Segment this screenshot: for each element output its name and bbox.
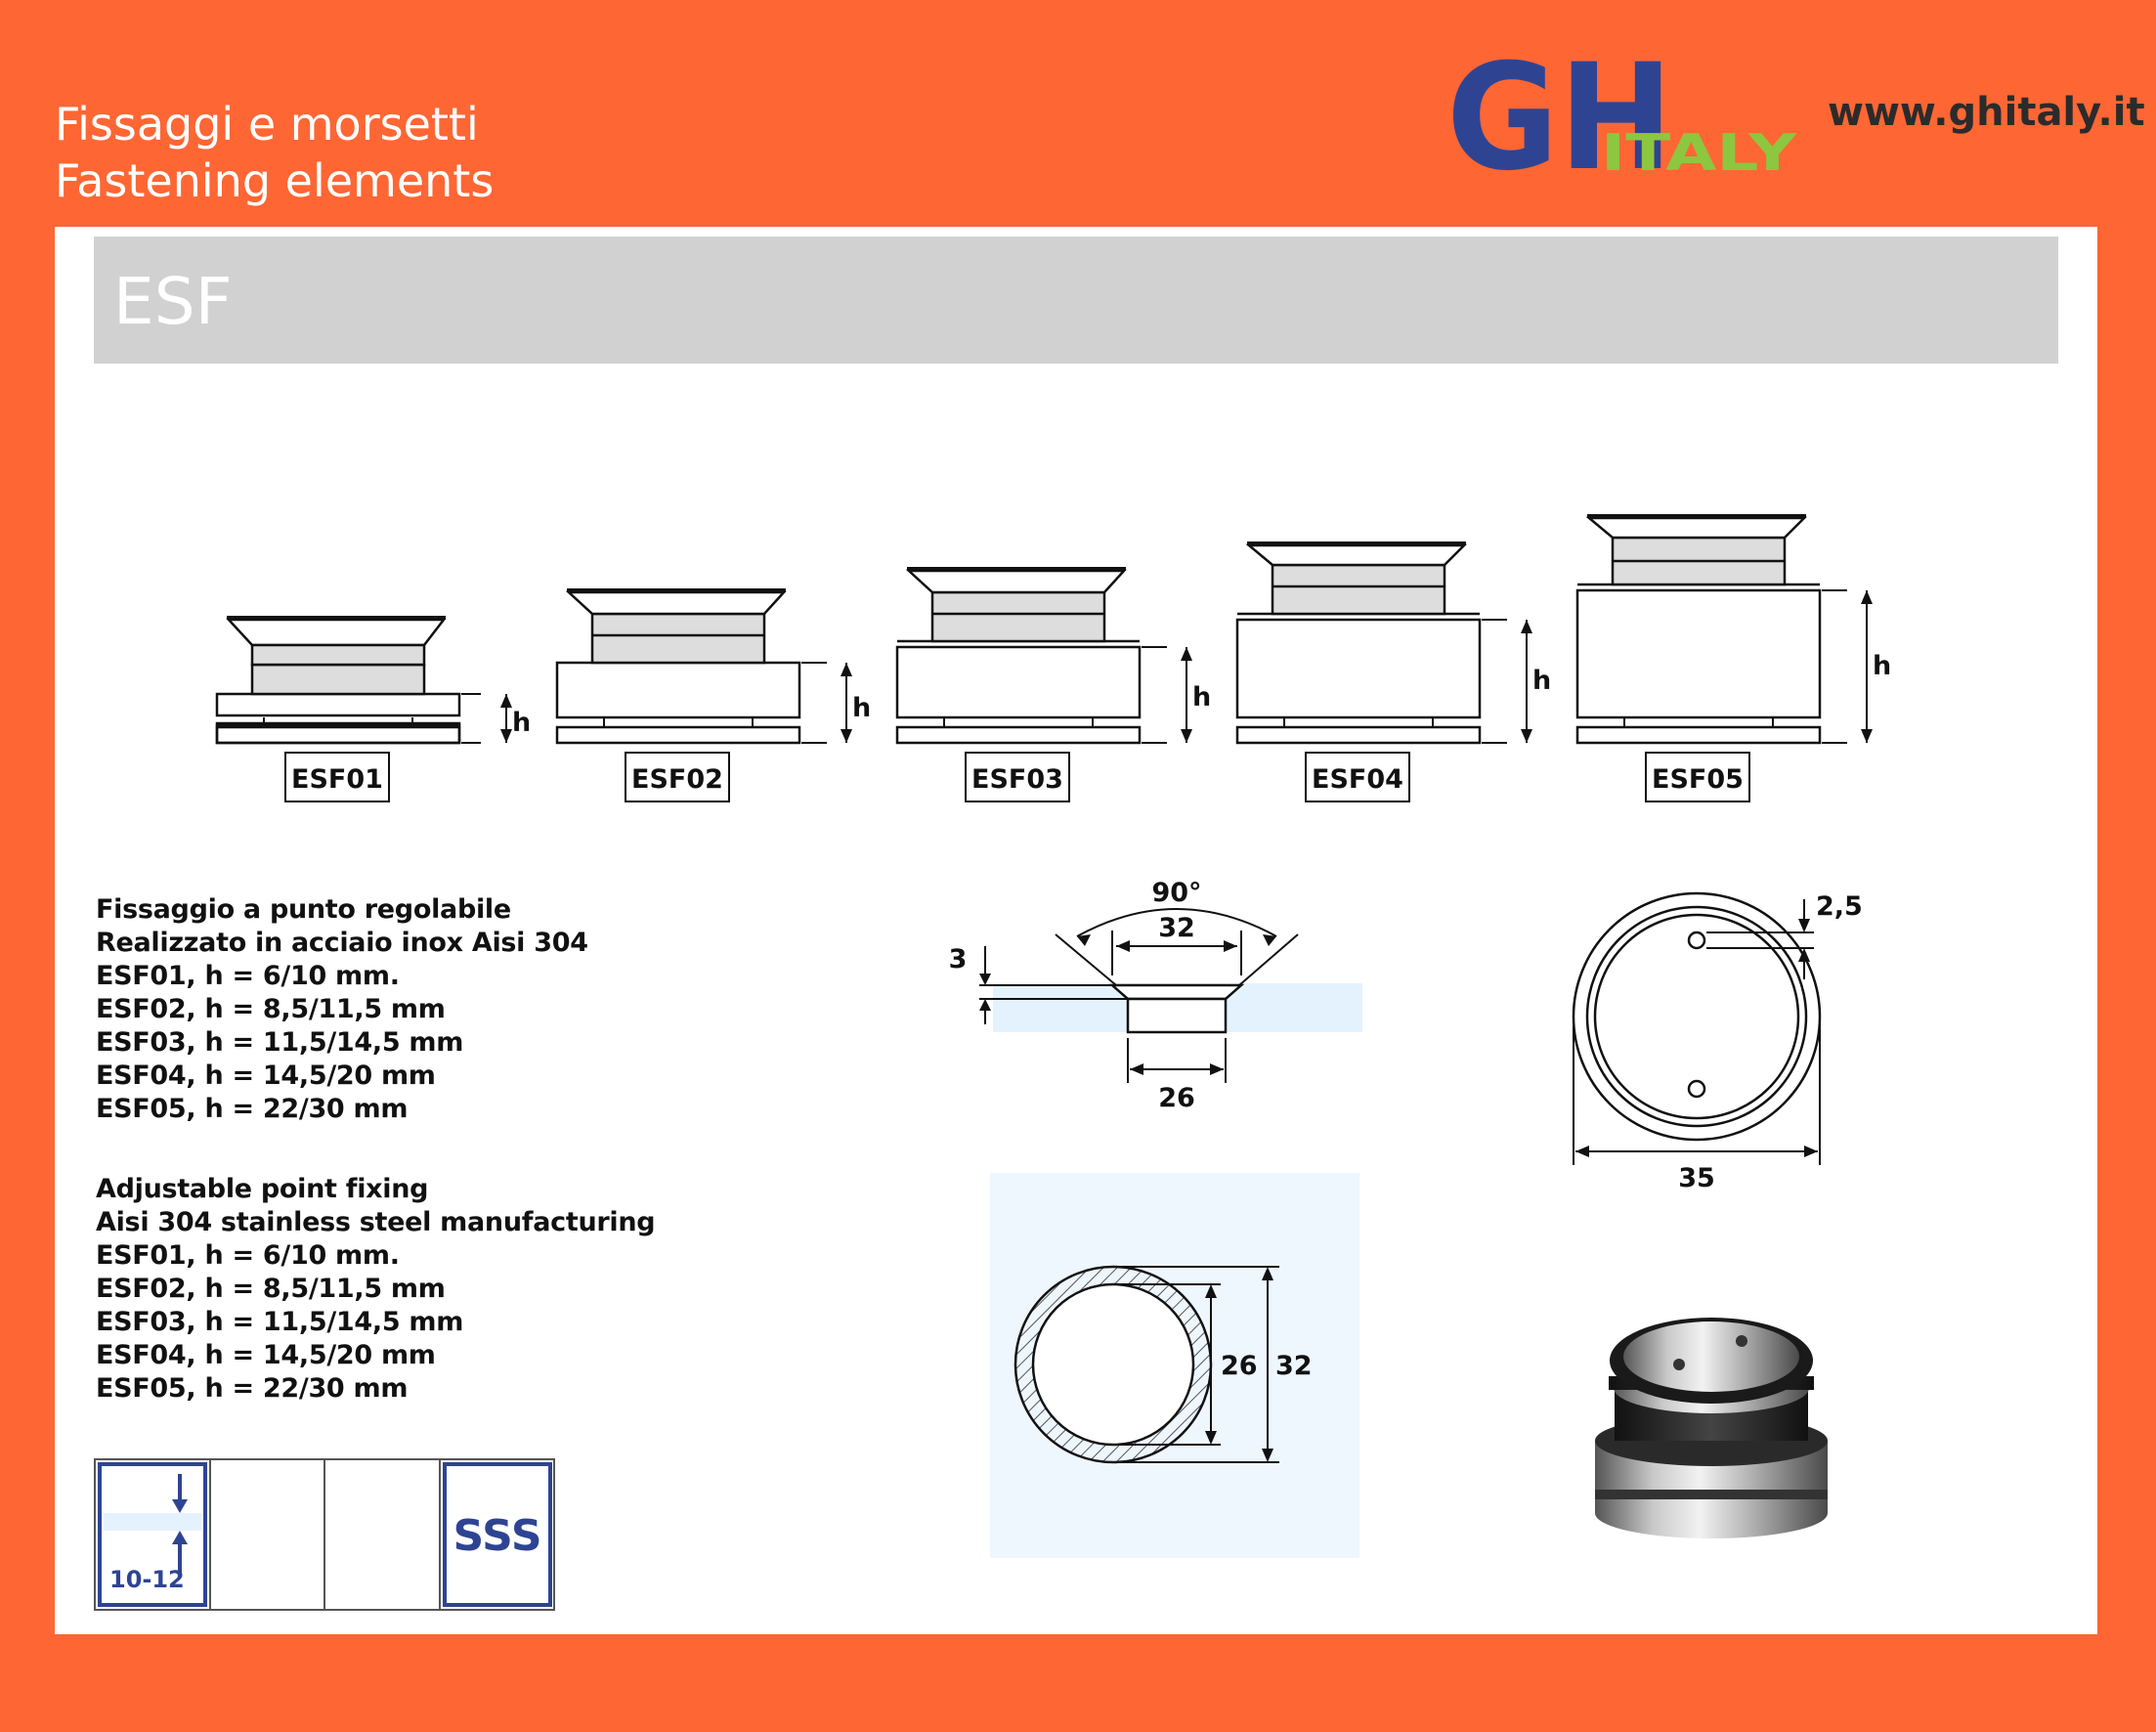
countersink-profile-drawing: 90° 32 26 3 <box>949 878 1362 1113</box>
outer-diameter-label: 35 <box>1678 1163 1715 1193</box>
top-diameter-label: 32 <box>1158 913 1195 943</box>
desc-it-line1: Fissaggio a punto regolabile <box>96 894 511 925</box>
dim-h-esf01: h <box>512 708 531 738</box>
desc-en-spec2: ESF02, h = 8,5/11,5 mm <box>96 1274 446 1304</box>
desc-it-spec5: ESF05, h = 22/30 mm <box>96 1094 409 1124</box>
model-label-esf02: ESF02 <box>631 764 723 795</box>
esf02-drawing <box>555 588 801 745</box>
desc-it-spec1: ESF01, h = 6/10 mm. <box>96 961 400 991</box>
esf05-drawing <box>1575 514 1822 745</box>
material-label: SSS <box>453 1511 541 1561</box>
desc-it-spec4: ESF04, h = 14,5/20 mm <box>96 1061 436 1091</box>
logo-main-text: GH <box>1446 33 1673 203</box>
section-inner-label: 26 <box>1221 1351 1258 1381</box>
section-outer-label: 32 <box>1275 1351 1313 1381</box>
product-code: ESF <box>113 264 233 339</box>
desc-it-spec2: ESF02, h = 8,5/11,5 mm <box>96 994 446 1024</box>
material-icon: SSS <box>441 1460 554 1609</box>
dim-h-esf02: h <box>852 693 871 723</box>
bottom-diameter-label: 26 <box>1158 1083 1195 1113</box>
hole-offset-label: 2,5 <box>1816 891 1863 922</box>
gh-italy-logo: GH ITALY <box>1446 33 1798 203</box>
desc-en-line1: Adjustable point fixing <box>96 1174 429 1204</box>
model-label-esf01: ESF01 <box>291 764 383 795</box>
angle-label: 90° <box>1151 878 1201 908</box>
section-drawing: 26 32 <box>990 1173 1359 1558</box>
product-sheet: ESF <box>55 227 2097 1634</box>
product-photo <box>1595 1318 1828 1538</box>
glass-thickness-icon: 10-12 <box>96 1460 211 1609</box>
desc-en-spec3: ESF03, h = 11,5/14,5 mm <box>96 1307 464 1337</box>
logo-sub-text: ITALY <box>1601 124 1798 183</box>
esf04-drawing <box>1235 541 1482 745</box>
model-label-esf05: ESF05 <box>1652 764 1744 795</box>
product-band: ESF <box>94 237 2058 364</box>
feature-icons: 10-12 SSS <box>94 1458 555 1611</box>
dim-h-esf03: h <box>1192 682 1211 713</box>
esf01-drawing <box>215 616 461 745</box>
website-url[interactable]: www.ghitaly.it <box>1828 90 2145 135</box>
desc-en-spec5: ESF05, h = 22/30 mm <box>96 1373 409 1404</box>
icon-cell-empty-2 <box>325 1460 441 1609</box>
dim-h-esf04: h <box>1532 666 1551 696</box>
header-title-it: Fissaggi e morsetti <box>55 98 479 151</box>
thickness-label: 3 <box>949 944 968 974</box>
glass-thickness-label: 10-12 <box>109 1566 185 1593</box>
model-label-esf04: ESF04 <box>1312 764 1403 795</box>
top-view-drawing: 2,5 35 <box>1572 891 1863 1193</box>
desc-en-spec1: ESF01, h = 6/10 mm. <box>96 1240 400 1271</box>
desc-it-line2: Realizzato in acciaio inox Aisi 304 <box>96 928 588 958</box>
icon-cell-empty-1 <box>211 1460 325 1609</box>
desc-en-line2: Aisi 304 stainless steel manufacturing <box>96 1207 656 1237</box>
model-label-esf03: ESF03 <box>971 764 1063 795</box>
desc-en-spec4: ESF04, h = 14,5/20 mm <box>96 1340 436 1370</box>
dim-h-esf05: h <box>1873 651 1891 681</box>
desc-it-spec3: ESF03, h = 11,5/14,5 mm <box>96 1027 464 1058</box>
description-italian: Fissaggio a punto regolabile Realizzato … <box>96 893 588 1126</box>
description-english: Adjustable point fixing Aisi 304 stainle… <box>96 1173 656 1406</box>
models-elevation-drawing: h h h h h ESF01 ESF02 ESF03 ESF04 ESF05 <box>215 514 1891 802</box>
header-title-en: Fastening elements <box>55 154 495 207</box>
esf03-drawing <box>895 567 1142 745</box>
